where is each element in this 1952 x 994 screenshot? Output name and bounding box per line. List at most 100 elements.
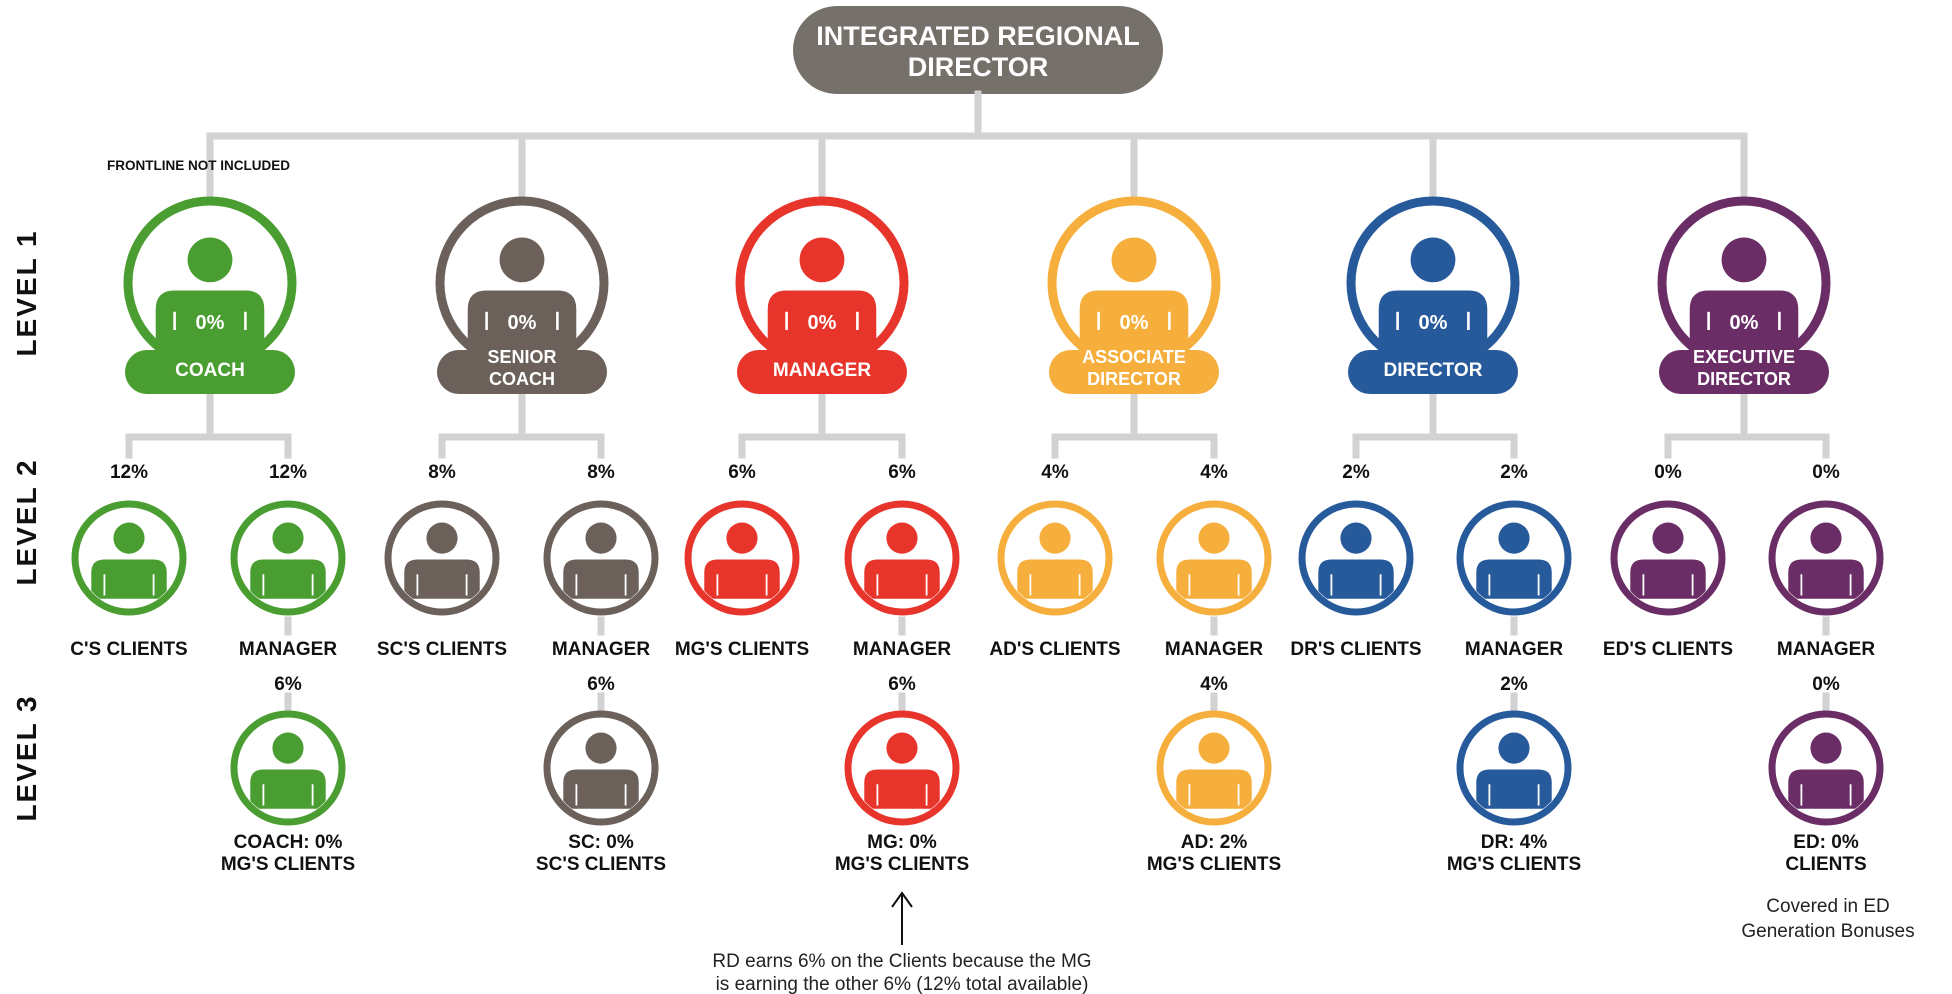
person-icon	[250, 732, 326, 809]
person-head	[886, 732, 918, 764]
level3-node-manager: 6%MG: 0%MG'S CLIENTS	[835, 674, 969, 875]
level1-body-fill	[468, 330, 576, 370]
person-head	[585, 732, 617, 764]
level1-name-line1: EXECUTIVE	[1693, 347, 1795, 367]
level3-caption-line1: MG: 0%	[867, 832, 937, 853]
level1-percent: 0%	[808, 312, 837, 334]
level1-body-fill	[156, 330, 264, 370]
person-body	[1630, 559, 1706, 599]
level2-node-executive-director-2: 0% MANAGER	[1768, 462, 1884, 660]
person-icon	[1017, 522, 1093, 599]
person-icon	[1788, 732, 1864, 809]
person-body	[1476, 559, 1552, 599]
person-icon	[1476, 732, 1552, 809]
person-head	[272, 732, 304, 764]
level1-name-line2: DIRECTOR	[1697, 369, 1791, 389]
person-icon	[1788, 522, 1864, 599]
level2-node-manager-2: 6%MANAGER	[844, 462, 960, 660]
level1-percent: 0%	[1120, 312, 1149, 334]
level1-name-line2: COACH	[489, 369, 555, 389]
top-director-label-line1: INTEGRATED REGIONAL	[816, 21, 1140, 51]
level1-name-line1: SENIOR	[487, 347, 556, 367]
level3-caption-line2: CLIENTS	[1785, 854, 1866, 875]
level2-node-executive-director-1: 0% ED'S CLIENTS	[1603, 462, 1733, 660]
level2-caption: MG'S CLIENTS	[675, 639, 809, 660]
person-icon	[1176, 522, 1252, 599]
person-head	[1721, 237, 1767, 283]
level2-node-coach-2: 12%MANAGER	[230, 462, 346, 660]
level3-percent: 6%	[587, 674, 615, 695]
level2-percent: 12%	[110, 462, 148, 483]
person-body	[1017, 559, 1093, 599]
person-body	[563, 769, 639, 809]
person-icon	[1476, 522, 1552, 599]
level1-node-coach: 0%COACH	[123, 196, 297, 394]
person-body	[91, 559, 167, 599]
level2-node-senior-coach-2: 8%MANAGER	[543, 462, 659, 660]
person-icon	[563, 522, 639, 599]
level2-caption: MANAGER	[239, 639, 337, 660]
level-label-3: LEVEL 3	[11, 694, 42, 821]
person-head	[1810, 522, 1842, 554]
top-director-box	[793, 6, 1163, 94]
level2-percent: 4%	[1041, 462, 1069, 483]
person-body	[1476, 769, 1552, 809]
level1-body-fill	[1379, 330, 1487, 370]
level2-percent: 0%	[1812, 462, 1840, 483]
level2-percent: 4%	[1200, 462, 1228, 483]
person-icon	[250, 522, 326, 599]
level3-caption-line1: DR: 4%	[1481, 832, 1548, 853]
level3-node-coach: 6%COACH: 0%MG'S CLIENTS	[221, 674, 355, 875]
level3-node-senior-coach: 6%SC: 0%SC'S CLIENTS	[536, 674, 666, 875]
person-head	[187, 237, 233, 283]
level2-percent: 6%	[728, 462, 756, 483]
level2-percent: 2%	[1342, 462, 1370, 483]
person-icon	[1630, 522, 1706, 599]
level1-body-fill	[1080, 330, 1188, 370]
person-head	[1111, 237, 1157, 283]
person-head	[426, 522, 458, 554]
person-body	[1788, 559, 1864, 599]
person-icon	[91, 522, 167, 599]
level2-node-associate-director-1: 4%AD'S CLIENTS	[989, 462, 1120, 660]
level2-node-senior-coach-1: 8%SC'S CLIENTS	[377, 462, 507, 660]
person-head	[799, 237, 845, 283]
level3-percent: 6%	[274, 674, 302, 695]
ed-note-line1: Covered in ED	[1766, 896, 1890, 917]
level2-caption: ED'S CLIENTS	[1603, 639, 1733, 660]
level2-caption: MANAGER	[1777, 639, 1875, 660]
person-head	[1198, 732, 1230, 764]
person-icon	[864, 732, 940, 809]
level-label-2: LEVEL 2	[11, 458, 42, 585]
person-body	[1176, 769, 1252, 809]
level1-percent: 0%	[1419, 312, 1448, 334]
level3-node-associate-director: 4%AD: 2%MG'S CLIENTS	[1147, 674, 1281, 875]
level2-caption: MANAGER	[1165, 639, 1263, 660]
person-icon	[404, 522, 480, 599]
level2-node-manager-1: 6% MG'S CLIENTS	[675, 462, 809, 660]
person-head	[1410, 237, 1456, 283]
level3-percent: 2%	[1500, 674, 1528, 695]
person-head	[1198, 522, 1230, 554]
level1-percent: 0%	[1730, 312, 1759, 334]
person-icon	[704, 522, 780, 599]
person-body	[404, 559, 480, 599]
level2-caption: DR'S CLIENTS	[1290, 639, 1421, 660]
level3-percent: 6%	[888, 674, 916, 695]
level2-caption: MANAGER	[552, 639, 650, 660]
person-head	[1498, 522, 1530, 554]
frontline-note: FRONTLINE NOT INCLUDED	[107, 158, 290, 173]
level1-name-line1: ASSOCIATE	[1082, 347, 1186, 367]
level2-node-associate-director-2: 4% MANAGER	[1156, 462, 1272, 660]
person-icon	[1176, 732, 1252, 809]
level3-node-director: 2%DR: 4%MG'S CLIENTS	[1447, 674, 1581, 875]
person-head	[1039, 522, 1071, 554]
level2-percent: 0%	[1654, 462, 1682, 483]
level1-body-fill	[1690, 330, 1798, 370]
person-body	[1788, 769, 1864, 809]
level1-percent: 0%	[196, 312, 225, 334]
